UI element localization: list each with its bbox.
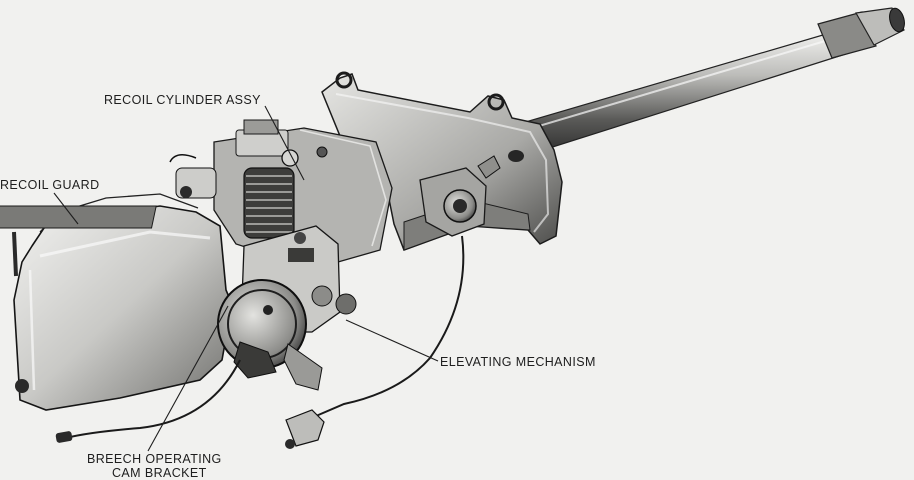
- leader-breech-cam: [147, 305, 229, 452]
- callout-text: RECOIL GUARD: [0, 178, 100, 192]
- callout-text: RECOIL CYLINDER ASSY: [104, 93, 261, 107]
- callout-text: ELEVATING MECHANISM: [440, 355, 596, 369]
- callout-text-line1: BREECH OPERATING: [87, 452, 222, 466]
- recoil-guard: [0, 193, 233, 411]
- trunnion-hub: [419, 155, 501, 237]
- leader-lines: [53, 105, 439, 452]
- breech-cam-bracket: [217, 279, 323, 391]
- callout-text-line2: CAM BRACKET: [111, 466, 207, 480]
- callout-breech-operating-cam-bracket: BREECH OPERATING CAM BRACKET: [87, 452, 222, 480]
- cable-connector: [55, 409, 325, 449]
- leader-recoil-guard: [53, 192, 79, 225]
- callout-elevating-mechanism: ELEVATING MECHANISM: [440, 355, 596, 369]
- leader-elevating-mechanism: [345, 319, 439, 362]
- barrel: [504, 7, 905, 159]
- callout-recoil-guard: RECOIL GUARD: [0, 178, 100, 192]
- leader-recoil-cylinder: [264, 105, 305, 181]
- recoil-cylinder: [169, 154, 295, 239]
- callout-recoil-cylinder-assy: RECOIL CYLINDER ASSY: [104, 93, 261, 107]
